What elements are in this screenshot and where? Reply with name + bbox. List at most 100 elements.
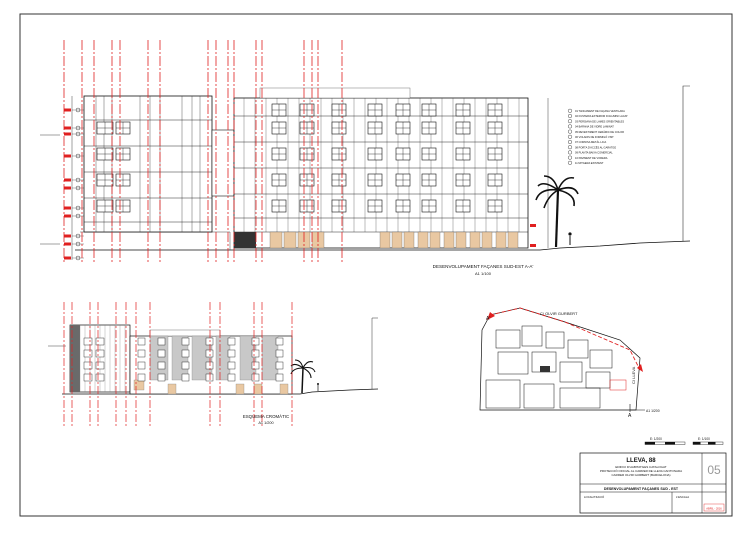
legend-bullet [568, 160, 573, 165]
wood-panel [507, 231, 519, 249]
street-name-top: C/ OLVIR GURBERT [540, 311, 578, 316]
scale-label-left: E: 1/200 [650, 437, 662, 441]
window [157, 373, 166, 382]
plan-room [559, 387, 601, 409]
legend-item: 11 MITGERA EXISTENT [575, 161, 604, 165]
window [487, 173, 503, 187]
plan-room [567, 339, 589, 359]
field-right-label: L'ESCALA [676, 495, 689, 499]
wood-panel [469, 231, 481, 249]
level-marker [64, 131, 84, 137]
window [251, 349, 260, 358]
window [181, 337, 190, 346]
plan-scale-note: A1 1/200 [646, 409, 660, 413]
legend-item: 02 FUSTERIA EXTERIOR D'ALUMINI LACAT [575, 114, 628, 118]
legend-item: 07 CORNISA METÀL·LICA [575, 140, 607, 144]
level-marker [64, 177, 84, 183]
legend-bullet [568, 129, 573, 134]
window [367, 173, 383, 187]
window [227, 349, 236, 358]
window [181, 373, 190, 382]
window [275, 373, 284, 382]
window [455, 147, 471, 161]
window [487, 103, 503, 117]
street-name-right: C/ LLEVA [631, 366, 636, 384]
window [395, 199, 411, 213]
window [83, 349, 93, 358]
window [95, 373, 105, 382]
window [227, 361, 236, 370]
wood-panel [417, 231, 429, 249]
window [205, 337, 214, 346]
sheet-title: DESENVOLUPAMENT FAÇANES SUD - EST [604, 487, 679, 491]
structural-axes [63, 40, 343, 262]
section-start-label: A [628, 413, 632, 419]
wood-panel [403, 231, 415, 249]
window [367, 147, 383, 161]
chromatic-axes [63, 302, 293, 426]
window [115, 173, 131, 187]
plan-room [559, 361, 583, 383]
field-left-label: LOCALITZACIÓ [584, 494, 605, 499]
plan-rooms [485, 325, 627, 409]
wood-panel [133, 379, 145, 391]
level-marker [64, 185, 84, 191]
chromatic-title: ESQUEMA CROMÀTIC [243, 414, 289, 419]
window [487, 147, 503, 161]
window [137, 373, 146, 382]
window [95, 337, 105, 346]
window [157, 337, 166, 346]
window [83, 337, 93, 346]
wood-panel [481, 231, 493, 249]
window [137, 349, 146, 358]
wood-panel [455, 231, 467, 249]
window [299, 121, 315, 135]
window [227, 373, 236, 382]
window [275, 349, 284, 358]
window [96, 173, 114, 187]
window [251, 373, 260, 382]
window [115, 121, 131, 135]
scale-bar-left [644, 441, 686, 445]
color-panel [215, 335, 231, 381]
window [455, 173, 471, 187]
window [455, 121, 471, 135]
plan-room [497, 351, 529, 375]
scale-label-right: E: 1/100 [698, 437, 710, 441]
window [395, 147, 411, 161]
window [331, 103, 347, 117]
ground-floor-shops [269, 231, 519, 249]
window [83, 361, 93, 370]
window [331, 147, 347, 161]
window [157, 349, 166, 358]
description-line-3: CARRER OLVIR GURBERT (BARCELONA) [611, 473, 670, 477]
legend-item: 09 PLANTA BAIXA COMERCIAL [575, 151, 613, 155]
main-elevation [40, 85, 691, 261]
connector-block [211, 129, 235, 197]
window [271, 121, 287, 135]
plan-room [523, 383, 555, 409]
window [455, 199, 471, 213]
description-line-1: EDIFICI D'HABITATGES CATALOGAT [615, 465, 666, 469]
window [137, 337, 146, 346]
window [205, 361, 214, 370]
level-marker [64, 241, 84, 247]
legend-bullet [568, 119, 573, 124]
window [115, 199, 131, 213]
wood-panel [443, 231, 455, 249]
description-line-2: PROTECCIÓ OFICIAL AL CARRER DE LLEVA CAN… [600, 468, 682, 473]
legend-item: 01 TANCAMENT DE FAÇANA VENTILADA [575, 109, 625, 113]
window [181, 361, 190, 370]
window [421, 121, 437, 135]
section-line [489, 307, 641, 371]
sheet-number: 05 [707, 463, 721, 477]
window [367, 199, 383, 213]
level-marker [64, 233, 84, 239]
legend-item: 08 PORTA D'ACCÉS AL GARATGE [575, 144, 616, 149]
window [331, 121, 347, 135]
level-marker [64, 205, 84, 211]
plan-room [495, 329, 521, 349]
plan-room [589, 349, 613, 369]
